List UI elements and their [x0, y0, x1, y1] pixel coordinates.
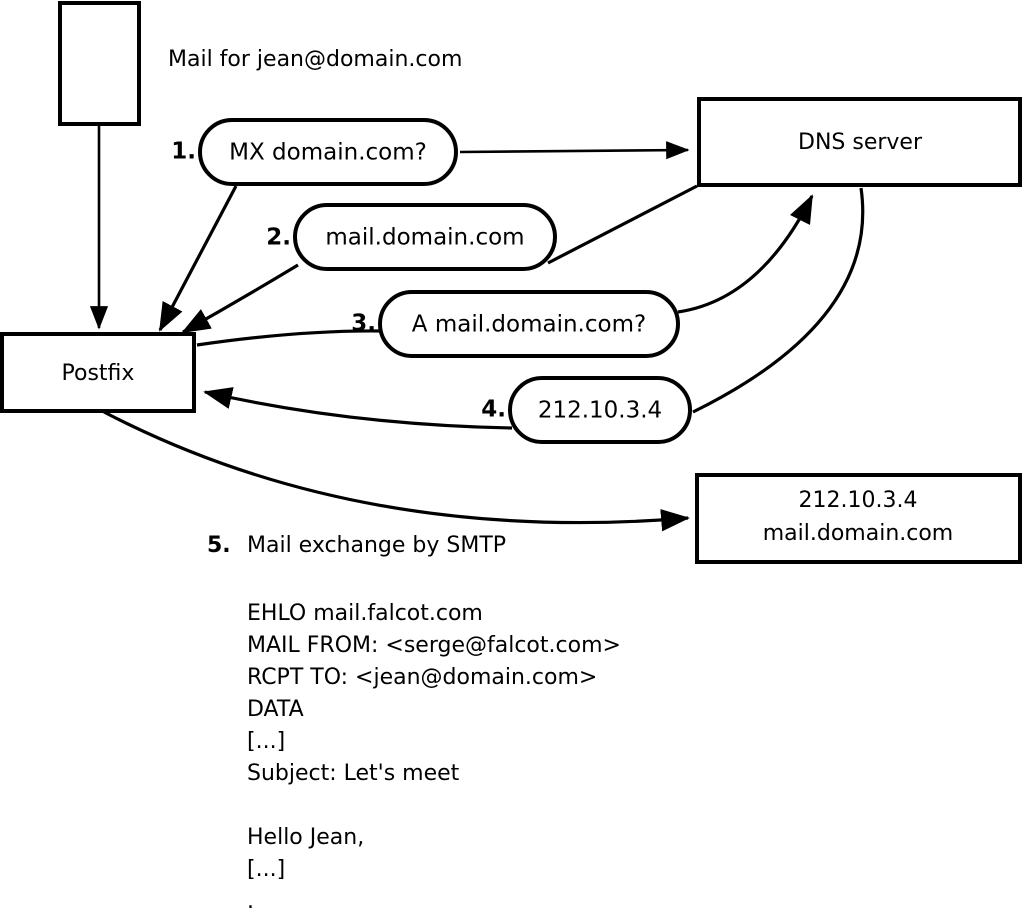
- pill-step4-label: 212.10.3.4: [538, 398, 662, 424]
- transcript-line: [...]: [247, 857, 285, 882]
- node-mail-host-name: mail.domain.com: [763, 521, 954, 546]
- node-mail-host-ip: 212.10.3.4: [799, 488, 918, 513]
- node-postfix-label: Postfix: [62, 361, 135, 386]
- edge-step4-dns-to-pill: [692, 187, 865, 414]
- step-number-3: 3.: [351, 311, 376, 337]
- edge-step4-pill-to-postfix: [203, 387, 513, 430]
- node-dns-server-box: [697, 97, 1022, 187]
- transcript-line: RCPT TO: <jean@domain.com>: [247, 665, 597, 690]
- step-number-1: 1.: [171, 139, 196, 165]
- node-mail-client-box: [58, 1, 141, 126]
- step5-label: Mail exchange by SMTP: [247, 533, 506, 558]
- edge-step1-tail-postfix: [158, 185, 238, 332]
- edge-step3-postfix-to-pill: [196, 329, 383, 347]
- pill-step1-label: MX domain.com?: [229, 140, 427, 166]
- edge-step1-mx-query: [459, 141, 690, 160]
- transcript-line: .: [247, 889, 254, 914]
- step-number-2: 2.: [266, 225, 291, 251]
- node-postfix-box: [0, 332, 196, 413]
- transcript-line: EHLO mail.falcot.com: [247, 601, 483, 626]
- edge-step3-pill-to-dns: [677, 194, 814, 314]
- edge-step2-dns-to-pill: [547, 184, 698, 265]
- pill-step2-label: mail.domain.com: [325, 225, 524, 251]
- transcript-line: Hello Jean,: [247, 825, 364, 850]
- transcript-line: [...]: [247, 729, 285, 754]
- node-dns-server-label: DNS server: [798, 130, 923, 155]
- step-number-5: 5.: [207, 533, 231, 558]
- mail-for-caption: Mail for jean@domain.com: [168, 47, 462, 72]
- pill-step4-box: [508, 376, 692, 444]
- transcript-line: MAIL FROM: <serge@falcot.com>: [247, 633, 621, 658]
- pill-step2-box: [293, 203, 557, 271]
- transcript-line: Subject: Let's meet: [247, 761, 460, 786]
- node-mail-host-box: [695, 473, 1022, 564]
- transcript-line: DATA: [247, 697, 304, 722]
- pill-step3-box: [378, 290, 680, 358]
- pill-step3-label: A mail.domain.com?: [412, 312, 646, 338]
- pill-step1-box: [198, 118, 458, 186]
- smtp-transcript: EHLO mail.falcot.com MAIL FROM: <serge@f…: [247, 601, 621, 914]
- edge-step2-pill-to-postfix: [181, 263, 299, 334]
- edge-step5-smtp-delivery: [103, 410, 690, 532]
- step-number-4: 4.: [481, 397, 506, 423]
